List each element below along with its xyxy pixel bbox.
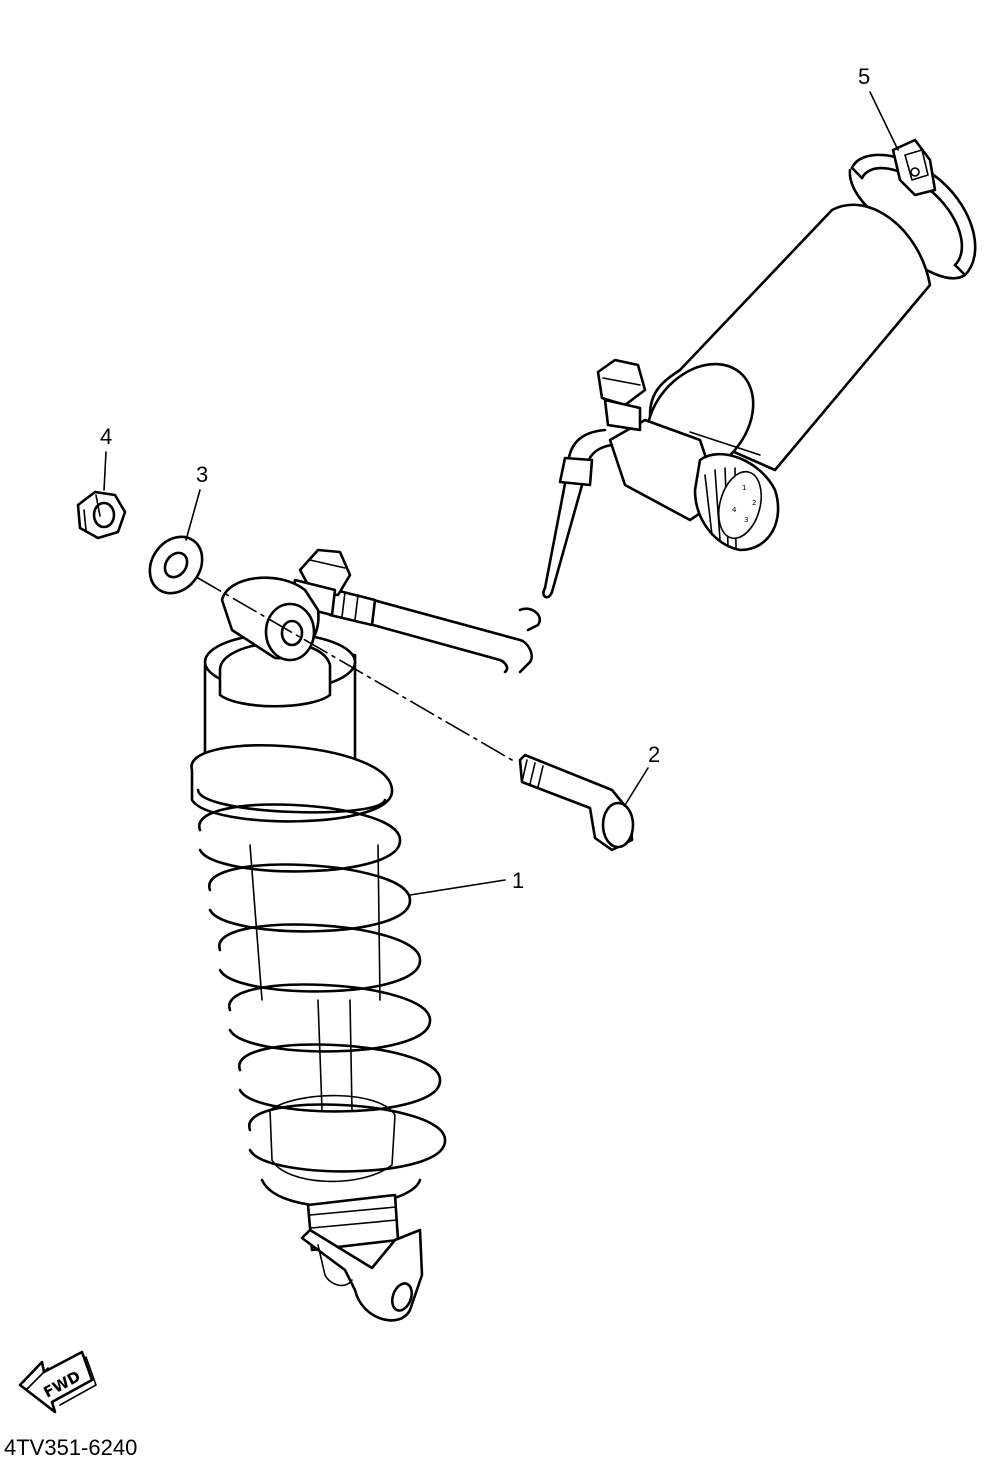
nut <box>76 490 127 540</box>
adjuster-dial-marking-4: 4 <box>732 506 737 514</box>
reservoir <box>596 203 932 522</box>
adjuster-dial-marking-2: 2 <box>752 499 756 507</box>
callout-4: 4 <box>100 424 112 449</box>
adjuster-dial: 1 2 3 4 <box>693 452 780 552</box>
hose-clamp <box>848 138 977 280</box>
bolt <box>518 753 635 852</box>
callout-1: 1 <box>512 868 524 893</box>
fwd-direction-arrow: FWD <box>18 1350 97 1414</box>
shock-banjo-fitting <box>290 548 352 617</box>
reservoir-hose <box>542 428 614 599</box>
washer <box>148 535 204 595</box>
drawing-code: 4TV351-6240 <box>4 1435 137 1460</box>
callout-3: 3 <box>196 462 208 487</box>
adjuster-dial-marking-3: 3 <box>744 516 748 524</box>
callout-2: 2 <box>648 742 660 767</box>
leader-lines <box>103 91 899 896</box>
callout-5: 5 <box>858 64 870 89</box>
hose-to-shock <box>328 588 541 674</box>
adjuster-dial-marking-1: 1 <box>742 484 746 492</box>
rear-shock-absorber <box>190 576 447 1322</box>
assembly-centerline <box>197 577 513 761</box>
